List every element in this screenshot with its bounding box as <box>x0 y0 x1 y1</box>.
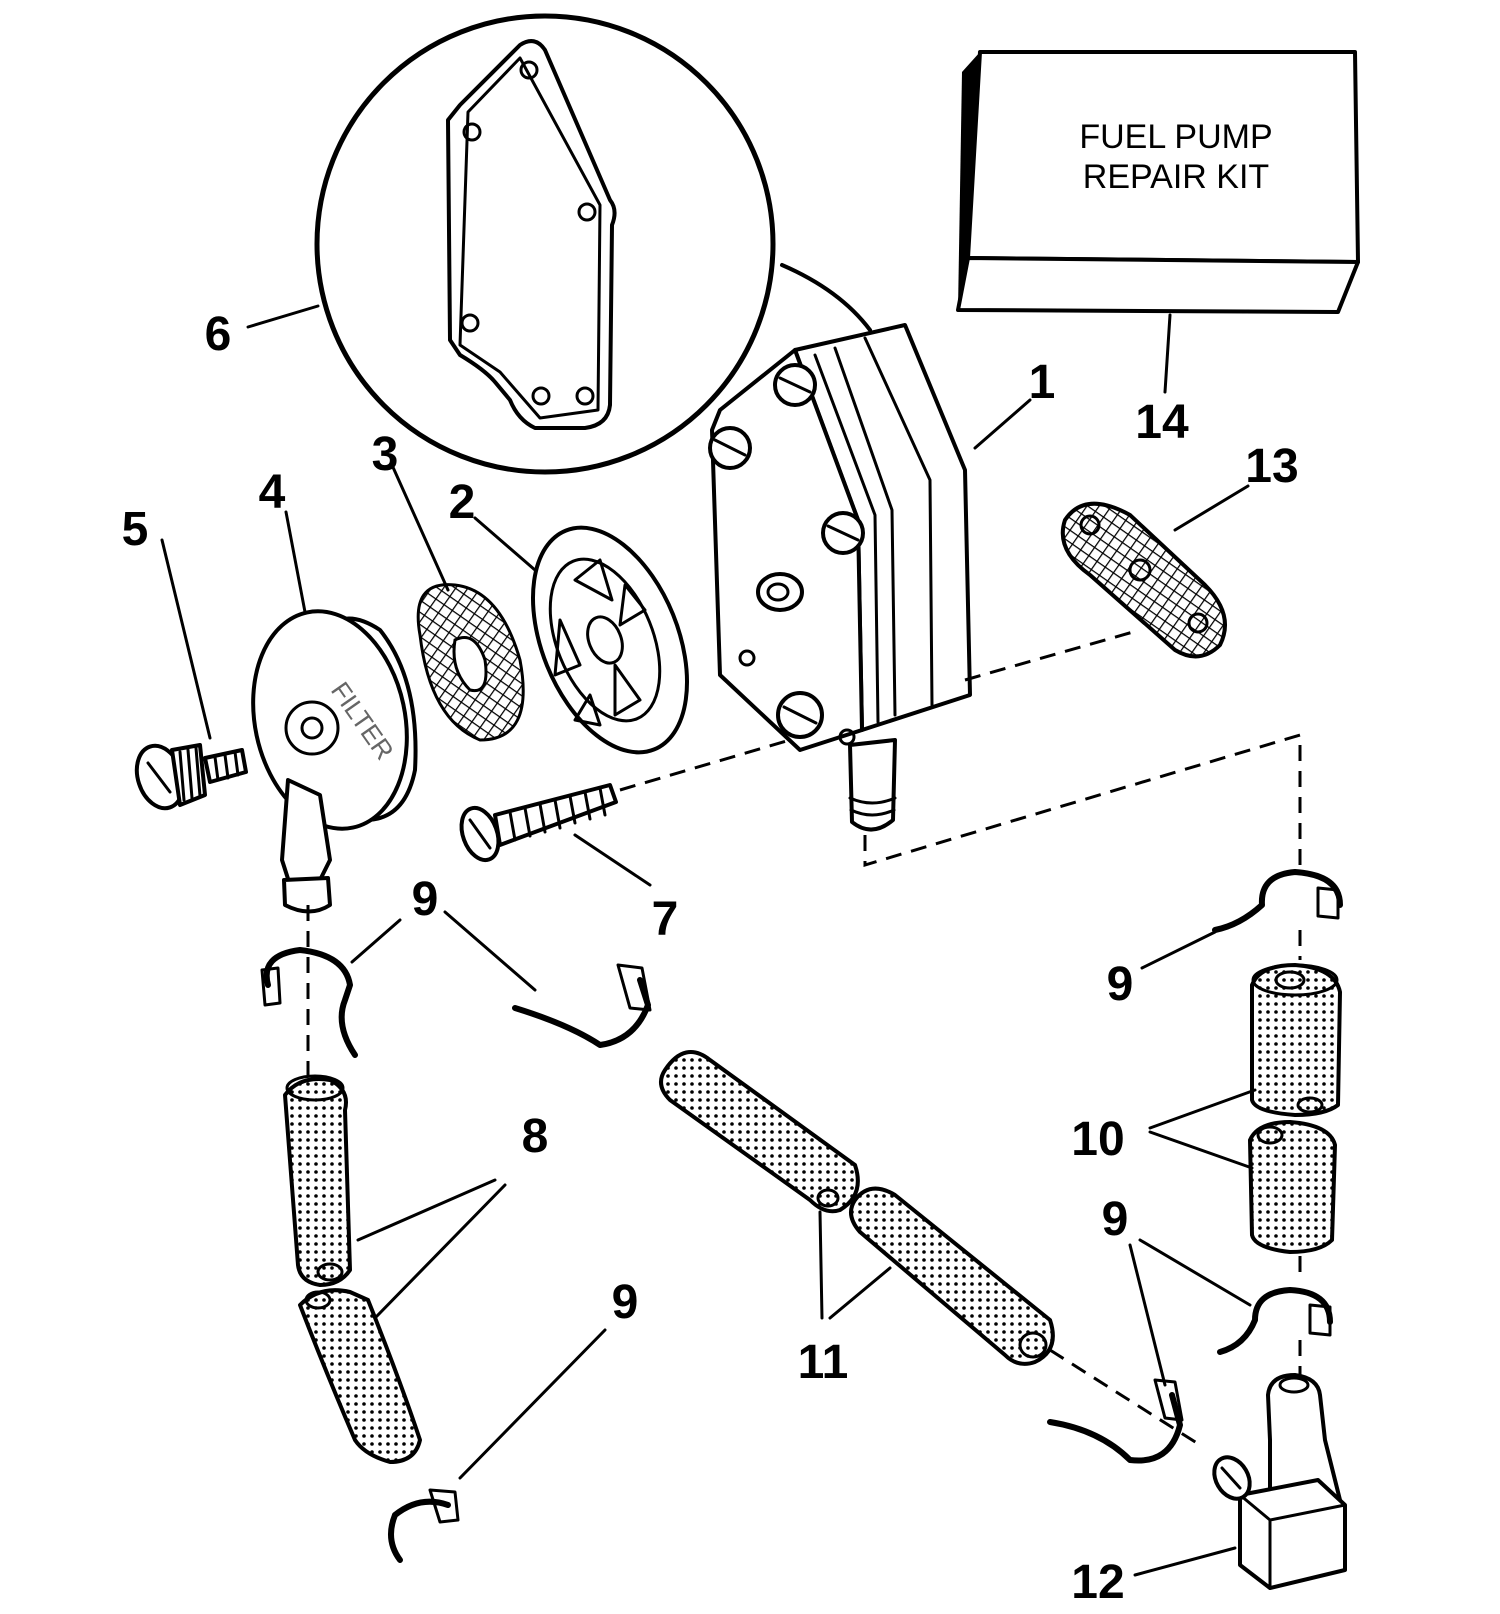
callout-11: 11 <box>798 1336 849 1389</box>
callout-14: 14 <box>1135 396 1189 449</box>
leader-line-4 <box>284 510 307 614</box>
leader-line-9a <box>350 918 402 964</box>
hose-clamp-lower-right <box>1217 1287 1333 1355</box>
hose-clamp-middle <box>512 963 652 1048</box>
callout-9-upper-right: 9 <box>1107 958 1134 1011</box>
leader-line-9-lower-right-b <box>1128 1243 1167 1387</box>
fuel-fitting <box>1212 1373 1347 1590</box>
callout-1: 1 <box>1029 356 1056 409</box>
kit-label-line2: REPAIR KIT <box>1083 158 1269 196</box>
hose-clamp-upper-left <box>260 947 358 1058</box>
fuel-hose-middle-lower <box>849 1186 1055 1366</box>
pump-mounting-gasket <box>1060 501 1227 659</box>
alignment-lines <box>306 628 1302 1447</box>
leader-line-8b <box>373 1183 507 1320</box>
callout-5: 5 <box>122 503 149 556</box>
detail-circle <box>314 13 776 475</box>
fuel-hose-lower <box>298 1288 422 1464</box>
pump-screw <box>459 783 618 863</box>
fuel-pump-body <box>708 323 972 832</box>
callout-3: 3 <box>372 428 399 481</box>
fuel-hose-right-upper <box>1250 963 1342 1117</box>
leader-line-9-lower-left <box>458 1328 607 1480</box>
leader-line-13 <box>1173 484 1250 532</box>
fuel-hose-middle-upper <box>659 1050 860 1214</box>
leader-line-10b <box>1148 1130 1254 1170</box>
callout-12: 12 <box>1071 1556 1124 1609</box>
callout-7: 7 <box>652 893 679 946</box>
leader-line-10a <box>1148 1088 1257 1130</box>
kit-label-line1: FUEL PUMP <box>1079 118 1272 156</box>
callout-10: 10 <box>1071 1113 1124 1166</box>
callout-9-lower-left: 9 <box>612 1276 639 1329</box>
leader-line-12 <box>1133 1546 1237 1577</box>
filter-screen <box>416 583 525 742</box>
hose-clamp-bottom-right <box>1047 1378 1184 1464</box>
leader-line-14 <box>1163 313 1172 394</box>
leader-line-9b <box>443 910 537 992</box>
callout-4: 4 <box>259 466 286 519</box>
callout-6: 6 <box>205 308 232 361</box>
gasket-detail <box>314 13 872 475</box>
repair-kit-box: FUEL PUMP REPAIR KIT <box>956 50 1360 314</box>
leader-line-6 <box>246 304 320 329</box>
hose-clamp-upper-right <box>1212 869 1343 933</box>
thumb-screw <box>134 743 248 811</box>
callout-2: 2 <box>449 476 476 529</box>
callout-8: 8 <box>522 1110 549 1163</box>
callout-9-upper-left: 9 <box>412 873 439 926</box>
leader-line-1 <box>973 398 1032 450</box>
leader-line-11b <box>828 1266 892 1320</box>
fuel-hose-upper <box>283 1074 352 1287</box>
leader-line-3 <box>390 463 450 592</box>
callout-13: 13 <box>1245 440 1298 493</box>
gasket-outline <box>446 39 617 430</box>
leader-line-9-upper-right <box>1140 930 1217 970</box>
callout-9-lower-right: 9 <box>1102 1193 1129 1246</box>
filter-plate <box>530 525 690 755</box>
leader-line-8a <box>356 1178 497 1242</box>
leader-line-2 <box>473 516 537 572</box>
leader-line-5 <box>160 538 212 740</box>
leader-line-7 <box>573 833 652 887</box>
filter-cover: FILTER <box>251 609 418 914</box>
leader-line-11a <box>818 1210 824 1320</box>
leader-line-9-lower-right-a <box>1138 1238 1252 1307</box>
fuel-hose-right-lower <box>1248 1120 1337 1254</box>
hose-clamp-lower-left <box>388 1488 460 1563</box>
